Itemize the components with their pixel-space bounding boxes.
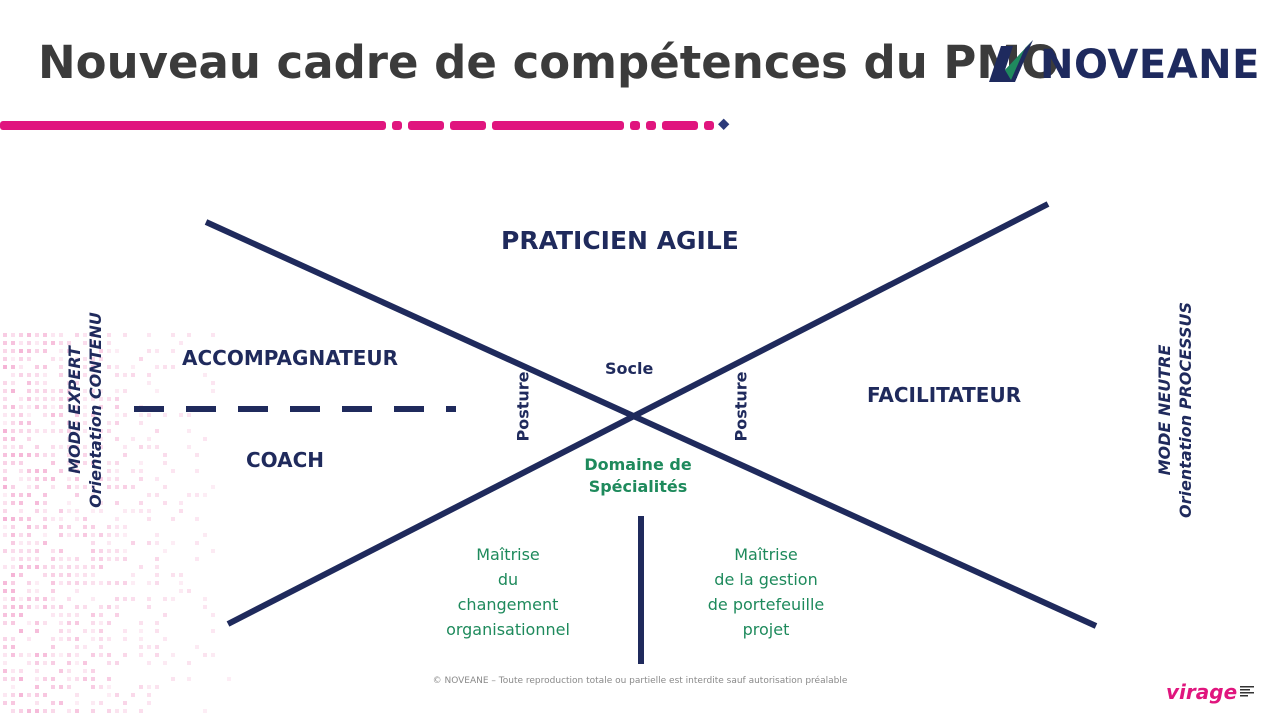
label-socle: Socle [605,359,654,378]
domaine-line-1: Domaine de [584,455,692,474]
noveane-logo: NOVEANE [985,40,1259,90]
label-coach: COACH [246,448,325,472]
page-title: Nouveau cadre de compétences du PMO [38,36,1060,89]
maitrise-left-line-1: Maîtrise [476,545,540,564]
title-rule [0,118,730,130]
label-maitrise-changement: Maîtrise du changement organisationnel [418,542,598,642]
side-label-right: MODE NEUTRE Orientation PROCESSUS [1154,295,1196,525]
copyright-footer: © NOVEANE – Toute reproduction totale ou… [432,676,848,686]
label-domaine-specialites: Domaine de Spécialités [578,454,698,498]
virage-mark-icon [1240,686,1254,697]
logo-check-icon [989,40,1033,82]
side-left-line-2: Orientation CONTENU [86,312,105,508]
maitrise-left-line-3: changement [457,595,559,614]
label-maitrise-portefeuille: Maîtrise de la gestion de portefeuille p… [676,542,856,642]
diagonal-line-up [226,201,1050,627]
side-left-line-1: MODE EXPERT [65,346,84,474]
domaine-line-2: Spécialités [588,477,688,496]
diagonal-line-down [204,219,1098,629]
label-facilitateur: FACILITATEUR [867,383,1022,407]
label-posture-right: Posture [731,371,751,442]
maitrise-right-line-1: Maîtrise [734,545,798,564]
maitrise-right-line-2: de la gestion [714,570,818,589]
virage-logo: virage [1166,680,1238,704]
side-right-line-1: MODE NEUTRE [1155,344,1174,476]
logo-text: NOVEANE [1040,42,1260,88]
maitrise-left-line-2: du [497,570,519,589]
label-praticien-agile: PRATICIEN AGILE [501,226,739,255]
maitrise-left-line-4: organisationnel [446,620,570,639]
maitrise-right-line-3: de portefeuille [707,595,825,614]
side-right-line-2: Orientation PROCESSUS [1176,301,1195,519]
label-accompagnateur: ACCOMPAGNATEUR [182,346,399,370]
side-label-left: MODE EXPERT Orientation CONTENU [64,300,106,520]
dot-pattern [3,333,231,713]
label-posture-left: Posture [513,371,533,442]
maitrise-right-line-4: projet [742,620,790,639]
